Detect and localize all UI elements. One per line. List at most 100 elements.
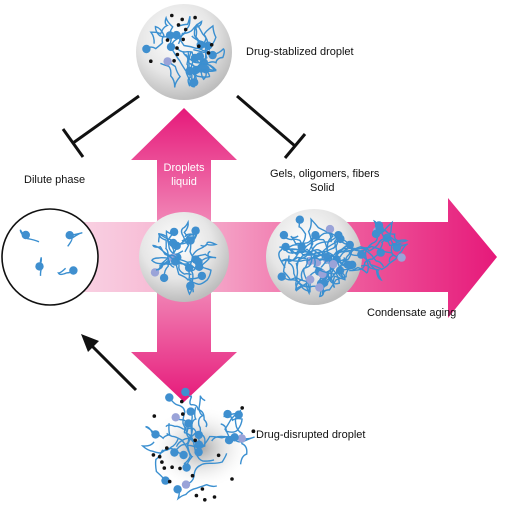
solid-chain (294, 234, 316, 292)
disrupted-drug-dot (151, 453, 156, 457)
disrupted-chain (184, 391, 208, 428)
fiber-chain (378, 228, 404, 252)
label-dilute-phase: Dilute phase (24, 174, 86, 186)
stabilized-drug-dot (176, 23, 181, 27)
solid-chain (278, 219, 307, 269)
disrupted-bead (181, 387, 190, 397)
disrupted-drug-dot (251, 429, 256, 434)
disrupted-chain (168, 397, 198, 444)
stabilized-chain (191, 35, 209, 83)
disrupted-chain (185, 453, 228, 486)
disrupted-bead (181, 480, 191, 489)
disrupted-chain (223, 409, 242, 441)
solid-chain (281, 246, 318, 262)
label-droplets: Droplets (163, 162, 205, 174)
inhibit-line-right (236, 94, 296, 148)
liquid-bead (191, 226, 200, 235)
disrupted-drug-dot (200, 487, 205, 491)
stabilized-chain (188, 47, 225, 76)
stabilized-chain (149, 15, 174, 44)
solid-bead (295, 215, 304, 224)
disrupted-drug-dot (181, 412, 185, 416)
stabilized-chain (175, 46, 207, 81)
disrupted-drug-dot (240, 406, 244, 410)
inhibition-lines (61, 94, 307, 159)
stabilized-bead (190, 78, 199, 87)
stabilized-chain (160, 60, 182, 88)
disrupted-chain (140, 441, 184, 456)
label-drug-stabilized: Drug-stablized droplet (246, 46, 354, 58)
stabilized-drug-dot (183, 27, 188, 32)
stabilized-bead (195, 52, 205, 61)
disrupted-chain (176, 483, 218, 501)
stabilized-drug-dot (175, 52, 180, 57)
disrupted-bead (194, 447, 203, 457)
stabilized-drug-dot (170, 13, 174, 18)
fiber-chain (360, 254, 383, 282)
stabilized-bead (172, 30, 181, 40)
liquid-chain (180, 219, 192, 253)
dilute-phase-circle (1, 208, 99, 306)
disrupted-drug-dot (194, 493, 199, 498)
liquid-chain (172, 250, 211, 269)
disrupted-bead (171, 413, 180, 422)
solid-chain (282, 256, 320, 289)
disrupted-bead (230, 433, 239, 442)
disrupted-drug-dot (157, 454, 162, 459)
disrupted-drug-dot (165, 446, 169, 450)
disrupted-chain (165, 424, 201, 446)
disrupted-drug-dot (212, 495, 217, 499)
disrupted-bead (173, 485, 182, 494)
dilute-bead (65, 231, 74, 240)
liquid-bead (169, 227, 179, 237)
disrupted-drug-dot (203, 498, 207, 502)
disrupted-drug-dot (193, 438, 197, 443)
fiber-bead (375, 224, 384, 233)
liquid-bead (197, 271, 207, 281)
disrupted-bead (165, 393, 174, 402)
liquid-chain (176, 259, 212, 285)
stabilized-chain (185, 52, 197, 88)
stabilized-drug-dot (149, 59, 153, 63)
fiber-chain (345, 247, 385, 268)
stabilized-bead (142, 44, 151, 54)
solid-chain (290, 235, 328, 259)
label-condensate-aging: Condensate aging (367, 307, 457, 319)
fiber-bead (357, 250, 366, 259)
solid-chain (315, 258, 347, 279)
disrupted-bead (179, 450, 188, 460)
disrupted-bead (170, 448, 179, 457)
stabilized-drug-dot (206, 51, 211, 55)
solid-bead (279, 230, 289, 240)
stabilized-drug-dot (172, 59, 176, 63)
fiber-chain (370, 243, 408, 271)
liquid-bead (159, 273, 169, 283)
stabilized-bead (163, 57, 172, 66)
stabilized-bead (165, 31, 175, 40)
dilute-chain (67, 232, 83, 247)
fiber-chain (375, 220, 395, 263)
liquid-chain (157, 230, 198, 246)
inhibit-line-left (72, 94, 140, 145)
liquid-chain (175, 253, 217, 264)
disrupted-chain (166, 432, 194, 468)
stabilized-chain (170, 16, 191, 48)
polymer-content (19, 13, 409, 502)
solid-bead (329, 260, 338, 269)
stabilized-drug-dot (181, 37, 185, 42)
stabilized-drug-dot (193, 15, 197, 20)
stabilized-drug-dot (197, 44, 201, 48)
label-solid: Solid (310, 182, 335, 194)
disrupted-drug-dot (167, 479, 172, 484)
disrupted-chain (175, 431, 206, 453)
disrupted-bead (161, 476, 170, 485)
fiber-bead (397, 253, 406, 262)
liquid-chain (158, 233, 170, 278)
disrupted-drug-dot (230, 477, 234, 481)
disrupted-drug-dot (190, 473, 195, 478)
label-drug-disrupted: Drug-disrupted droplet (256, 429, 366, 441)
disrupted-chain (197, 395, 206, 436)
dilute-bead (35, 262, 44, 271)
fiber-chain (378, 224, 409, 245)
